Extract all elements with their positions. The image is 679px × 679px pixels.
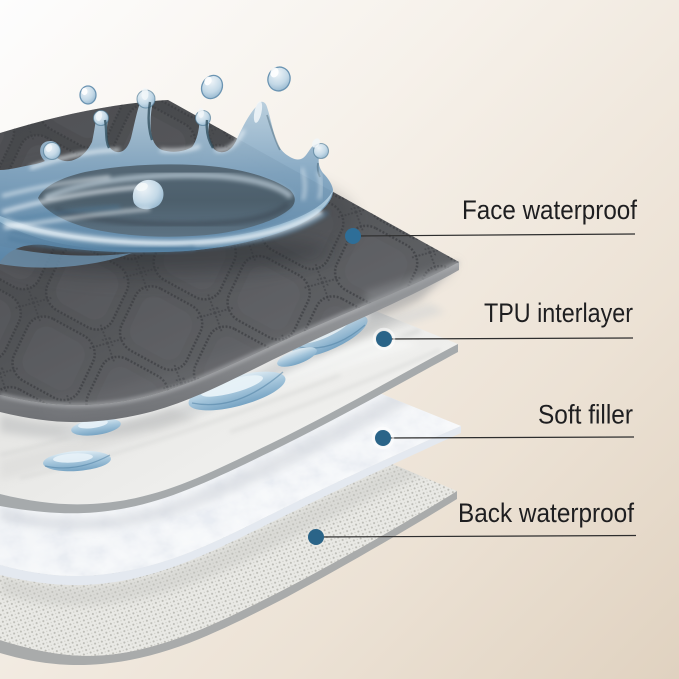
svg-text:TPU interlayer: TPU interlayer	[484, 298, 633, 328]
svg-text:Back waterproof: Back waterproof	[458, 498, 634, 528]
svg-text:Soft filler: Soft filler	[538, 400, 633, 430]
svg-text:Face waterproof: Face waterproof	[462, 195, 637, 225]
